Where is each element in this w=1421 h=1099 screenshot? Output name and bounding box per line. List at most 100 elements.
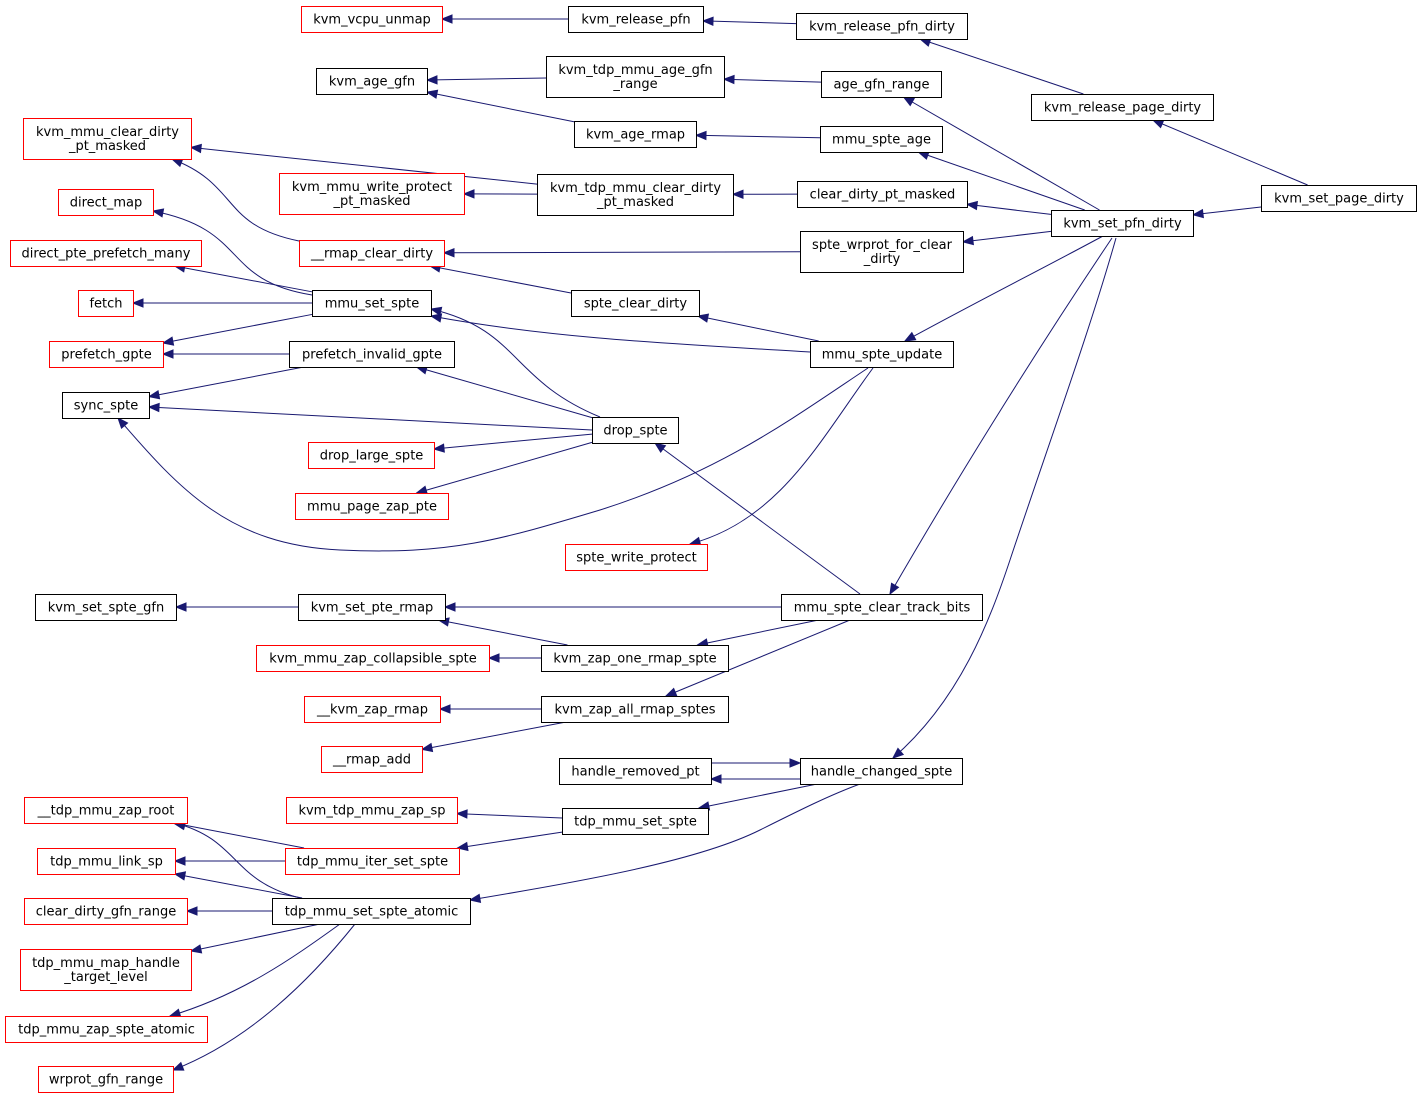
edge-line: [190, 923, 321, 952]
node-kvm-release-page-dirty[interactable]: kvm_release_page_dirty: [1031, 94, 1214, 121]
edge-spte_clear_dirty-to-mmu_spte_update: [696, 313, 819, 342]
node-kvm-release-pfn[interactable]: kvm_release_pfn: [568, 6, 704, 33]
edge-kvm_tdp_mmu_age_gfn_range-to-age_gfn_range: [722, 74, 822, 85]
node-label: tdp_mmu_map_handle: [32, 956, 180, 971]
node-box: [298, 594, 446, 621]
edge-mmu_set_spte-to-drop_spte: [429, 306, 601, 418]
node-box: [10, 240, 202, 267]
node-kvm-set-spte-gfn[interactable]: kvm_set_spte_gfn: [35, 594, 177, 621]
node-box: [37, 848, 176, 875]
edge-arrowhead: [161, 349, 174, 359]
edge-kvm_release_pfn-to-kvm_release_pfn_dirty: [701, 16, 797, 26]
node-wrprot-gfn-range[interactable]: wrprot_gfn_range: [38, 1066, 174, 1093]
node-label: spte_write_protect: [576, 551, 696, 566]
node-label: drop_large_spte: [320, 449, 424, 464]
node-mmu-spte-age[interactable]: mmu_spte_age: [820, 126, 943, 153]
node-kvm-zap-one-rmap-spte[interactable]: kvm_zap_one_rmap_spte: [541, 645, 729, 672]
edge-line: [148, 406, 593, 431]
node-box: [559, 758, 712, 785]
edge-arrowhead: [425, 75, 438, 85]
node-label: clear_dirty_pt_masked: [810, 188, 956, 203]
node-fetch[interactable]: fetch: [78, 290, 134, 317]
node-drop-spte[interactable]: drop_spte: [592, 417, 679, 444]
node-box: [800, 758, 963, 785]
node-direct-pte-prefetch-many[interactable]: direct_pte_prefetch_many: [10, 240, 202, 267]
edge-handle_changed_spte-to-handle_removed_pt: [711, 758, 802, 768]
node-kvm-age-gfn[interactable]: kvm_age_gfn: [316, 68, 428, 95]
edge-kvm_mmu_clear_dirty_pt_masked-to-kvm_tdp_mmu_clear_dirty_pt_masked: [189, 143, 538, 185]
edge-arrowhead: [694, 130, 707, 141]
node-tdp-mmu-zap-root[interactable]: __tdp_mmu_zap_root: [24, 797, 188, 824]
node-kvm-release-pfn-dirty[interactable]: kvm_release_pfn_dirty: [796, 13, 968, 40]
node-kvm-set-page-dirty: kvm_set_page_dirty: [1261, 185, 1417, 212]
edge-arrowhead: [961, 235, 974, 246]
node-kvm-vcpu-unmap[interactable]: kvm_vcpu_unmap: [301, 6, 443, 33]
node-box: [797, 181, 968, 208]
node-handle-removed-pt[interactable]: handle_removed_pt: [559, 758, 712, 785]
node-label: direct_pte_prefetch_many: [22, 247, 191, 262]
edge-arrowhead: [709, 774, 722, 784]
edge-line: [723, 78, 822, 83]
node-kvm-tdp-mmu-age-gfn-range[interactable]: kvm_tdp_mmu_age_gfn_range: [546, 56, 725, 98]
edge-drop_large_spte-to-drop_spte: [432, 433, 593, 453]
node-label: __rmap_add: [332, 753, 411, 768]
node-tdp-mmu-zap-spte-atomic[interactable]: tdp_mmu_zap_spte_atomic: [5, 1016, 208, 1043]
edge-line: [1152, 119, 1308, 186]
edge-line: [421, 721, 567, 750]
node-box: [23, 118, 192, 160]
node-tdp-mmu-set-spte[interactable]: tdp_mmu_set_spte: [562, 808, 709, 835]
node-spte-wrprot-for-clear-dirty[interactable]: spte_wrprot_for_clear_dirty: [800, 231, 964, 273]
edge-direct_pte_prefetch_many-to-mmu_set_spte: [173, 263, 313, 293]
edge-handle_removed_pt-to-handle_changed_spte: [709, 774, 800, 784]
node-kvm-zap-all-rmap-sptes[interactable]: kvm_zap_all_rmap_sptes: [541, 696, 729, 723]
node-mmu-spte-clear-track-bits[interactable]: mmu_spte_clear_track_bits: [781, 594, 983, 621]
node-kvm-set-pte-rmap[interactable]: kvm_set_pte_rmap: [298, 594, 446, 621]
edge-arrowhead: [189, 143, 202, 154]
node-kvm-mmu-write-protect-pt-masked[interactable]: kvm_mmu_write_protect_pt_masked: [279, 173, 465, 215]
node-mmu-page-zap-pte[interactable]: mmu_page_zap_pte: [295, 493, 449, 520]
node-tdp-mmu-link-sp[interactable]: tdp_mmu_link_sp: [37, 848, 176, 875]
node-clear-dirty-pt-masked[interactable]: clear_dirty_pt_masked: [797, 181, 968, 208]
node-direct-map[interactable]: direct_map: [58, 189, 154, 216]
node-rmap-clear-dirty[interactable]: __rmap_clear_dirty: [299, 240, 445, 267]
edge-arrowhead: [487, 653, 500, 663]
node-kvm-tdp-mmu-zap-sp[interactable]: kvm_tdp_mmu_zap_sp: [286, 797, 458, 824]
node-kvm-zap-rmap[interactable]: __kvm_zap_rmap: [304, 696, 441, 723]
node-sync-spte[interactable]: sync_spte: [62, 392, 150, 419]
node-tdp-mmu-set-spte-atomic[interactable]: tdp_mmu_set_spte_atomic: [272, 898, 471, 925]
node-rmap-add[interactable]: __rmap_add: [321, 746, 423, 773]
node-mmu-set-spte[interactable]: mmu_set_spte: [312, 290, 432, 317]
node-kvm-mmu-clear-dirty-pt-masked[interactable]: kvm_mmu_clear_dirty_pt_masked: [23, 118, 192, 160]
node-box: [1031, 94, 1214, 121]
edge-arrowhead: [173, 856, 186, 866]
node-box: [571, 290, 700, 317]
node-kvm-mmu-zap-collapsible-spte[interactable]: kvm_mmu_zap_collapsible_spte: [256, 645, 490, 672]
node-label: __tdp_mmu_zap_root: [37, 804, 175, 819]
node-mmu-spte-update[interactable]: mmu_spte_update: [810, 341, 954, 368]
node-spte-write-protect[interactable]: spte_write_protect: [565, 544, 708, 571]
edge-spte_write_protect-to-mmu_spte_update: [688, 367, 874, 546]
node-label: _dirty: [863, 252, 901, 267]
node-age-gfn-range[interactable]: age_gfn_range: [821, 71, 942, 98]
node-tdp-mmu-map-handle-target-level[interactable]: tdp_mmu_map_handle_target_level: [20, 949, 192, 991]
node-label: kvm_zap_one_rmap_spte: [553, 652, 716, 667]
edge-line: [173, 822, 305, 849]
node-kvm-age-rmap[interactable]: kvm_age_rmap: [574, 121, 697, 148]
node-kvm-tdp-mmu-clear-dirty-pt-masked[interactable]: kvm_tdp_mmu_clear_dirty_pt_masked: [537, 174, 734, 216]
node-drop-large-spte[interactable]: drop_large_spte: [308, 442, 435, 469]
node-prefetch-invalid-gpte[interactable]: prefetch_invalid_gpte: [289, 341, 455, 368]
node-kvm-set-pfn-dirty[interactable]: kvm_set_pfn_dirty: [1051, 210, 1194, 237]
node-clear-dirty-gfn-range[interactable]: clear_dirty_gfn_range: [24, 898, 188, 925]
node-label: kvm_set_spte_gfn: [48, 601, 164, 616]
edge-line: [702, 20, 797, 25]
edge-arrowhead: [468, 893, 482, 903]
edge-arrowhead: [696, 313, 710, 323]
edge-arrowhead: [440, 14, 453, 24]
node-prefetch-gpte[interactable]: prefetch_gpte: [49, 341, 164, 368]
node-box: [312, 290, 432, 317]
node-handle-changed-spte[interactable]: handle_changed_spte: [800, 758, 963, 785]
node-tdp-mmu-iter-set-spte[interactable]: tdp_mmu_iter_set_spte: [285, 848, 460, 875]
node-box: [38, 1066, 174, 1093]
node-spte-clear-dirty[interactable]: spte_clear_dirty: [571, 290, 700, 317]
node-label: kvm_age_rmap: [586, 128, 685, 143]
